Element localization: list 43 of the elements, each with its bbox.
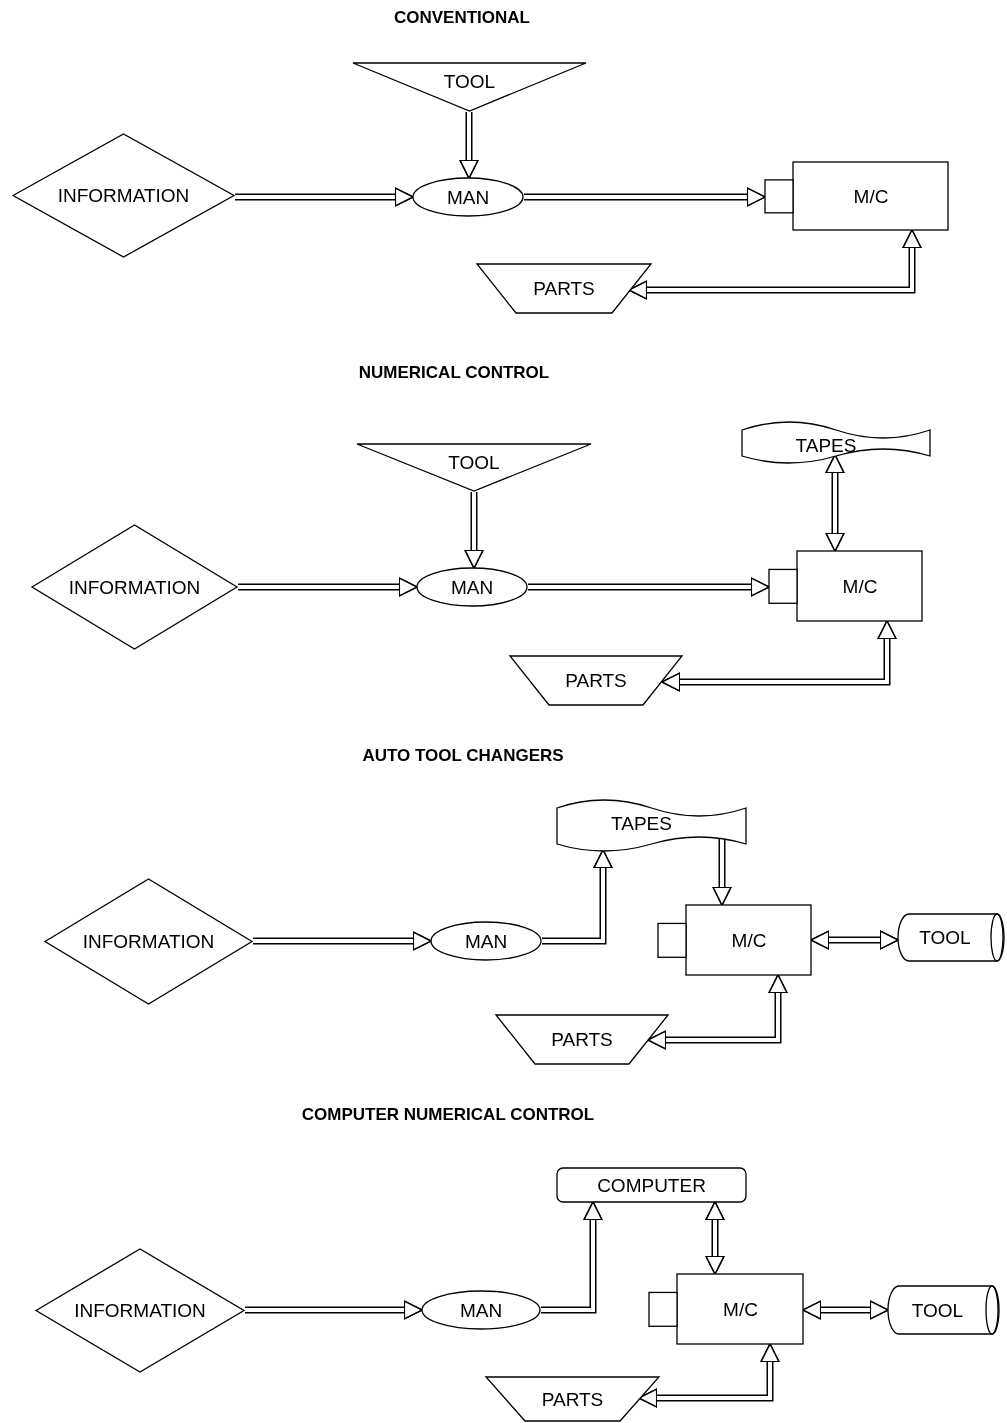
node-label: MAN xyxy=(446,187,490,207)
node-label: INFORMATION xyxy=(68,577,201,597)
double-arrow xyxy=(238,577,418,597)
double-arrow xyxy=(464,492,484,569)
node-label: TOOL xyxy=(911,1300,964,1320)
node-label: INFORMATION xyxy=(57,186,190,205)
node-label: TAPES xyxy=(611,814,672,833)
node-label: M/C xyxy=(731,930,767,950)
double-arrow xyxy=(712,839,732,906)
double-arrow xyxy=(524,187,766,207)
node-label: INFORMATION xyxy=(74,1301,206,1320)
node-label: TOOL xyxy=(919,928,971,947)
double-arrow xyxy=(647,974,788,1050)
double-arrow xyxy=(542,849,613,945)
double-arrow xyxy=(825,454,845,552)
double-arrow xyxy=(459,112,479,179)
double-arrow xyxy=(245,1300,423,1320)
node-label: MAN xyxy=(464,931,508,951)
double-arrow xyxy=(705,1201,725,1275)
node-label: MAN xyxy=(459,1300,503,1320)
node-label: TAPES xyxy=(795,436,857,455)
section-heading: COMPUTER NUMERICAL CONTROL xyxy=(301,1104,595,1127)
node-label: TOOL xyxy=(443,72,496,91)
double-arrow xyxy=(541,1201,603,1314)
double-arrow xyxy=(528,577,770,597)
node-label: MAN xyxy=(450,577,494,597)
double-arrow xyxy=(235,187,414,207)
node-label: PARTS xyxy=(533,279,595,298)
double-arrow xyxy=(253,931,432,951)
node-label: COMPUTER xyxy=(597,1175,706,1195)
node-label: M/C xyxy=(853,186,889,206)
section-heading: NUMERICAL CONTROL xyxy=(358,362,550,385)
node-label: PARTS xyxy=(541,1389,604,1409)
node-label: TOOL xyxy=(448,453,500,472)
double-arrow xyxy=(628,229,922,300)
section-heading: CONVENTIONAL xyxy=(394,7,530,30)
section-heading: AUTO TOOL CHANGERS xyxy=(362,745,564,768)
node-label: PARTS xyxy=(551,1030,613,1049)
node-label: INFORMATION xyxy=(82,932,215,951)
node-label: M/C xyxy=(842,576,878,596)
node-label: PARTS xyxy=(565,671,627,690)
node-label: M/C xyxy=(723,1299,758,1319)
double-arrow xyxy=(661,620,897,692)
